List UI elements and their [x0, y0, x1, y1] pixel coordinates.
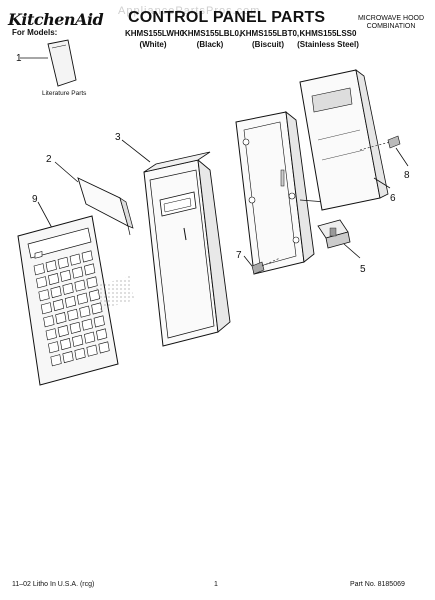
literature-parts-illustration: 1 Literature Parts [16, 39, 87, 97]
model-finish: (Black) [196, 40, 224, 49]
brand-logo: KitchenAid [8, 10, 104, 29]
keypad-key [60, 269, 72, 282]
keypad-key [33, 263, 45, 276]
keypad-key [62, 282, 74, 295]
part-8-screw-illustration: 8 [359, 135, 410, 181]
model-finish: (Biscuit) [252, 40, 284, 49]
keypad-key [96, 328, 108, 341]
callout-2: 2 [46, 154, 52, 165]
watermark: AppliancePartsPros.com [118, 5, 261, 17]
model-white: KHMS155LWH0 (White) [125, 28, 185, 50]
keypad-key [84, 263, 96, 276]
keypad-key [57, 256, 69, 269]
part-7-screw-illustration: 7 [236, 250, 281, 275]
print-info: 11–02 Litho In U.S.A. (rcg) [12, 581, 95, 588]
model-code: KHMS155LBL0, [182, 29, 242, 38]
keypad-key [36, 276, 48, 289]
keypad-key [86, 344, 98, 357]
keypad-key [69, 253, 81, 266]
part-2-overlay-illustration: 2 [46, 154, 134, 236]
keypad-key [79, 305, 91, 318]
keypad-key [52, 299, 65, 312]
keypad-key [81, 250, 93, 263]
keypad-key [50, 354, 62, 367]
keypad-key [60, 338, 72, 351]
keypad-key [86, 276, 98, 289]
callout-9: 9 [32, 194, 38, 205]
part-3-control-panel-illustration: 3 [115, 132, 231, 347]
keypad-key [57, 325, 69, 338]
keypad-key [45, 260, 57, 273]
model-code: KHMS155LWH0 [125, 29, 185, 38]
keypad-key [62, 351, 74, 364]
page-title: CONTROL PANEL PARTS [128, 9, 326, 26]
keypad-key [74, 347, 86, 360]
model-code: KHMS155LBT0, [240, 29, 300, 38]
model-finish: (White) [139, 40, 167, 49]
keypad-key [48, 341, 60, 354]
keypad-key [64, 295, 77, 308]
keypad-key [45, 328, 57, 341]
model-code: KHMS155LSS0 [299, 29, 357, 38]
keypad-key [69, 321, 81, 334]
model-biscuit: KHMS155LBT0, (Biscuit) [240, 28, 300, 50]
models-label: For Models: [12, 28, 58, 37]
keypad-key [84, 331, 96, 344]
part-5-bracket-illustration: 5 [317, 219, 366, 275]
callout-3: 3 [115, 132, 121, 143]
keypad-key [72, 334, 84, 347]
keypad-key [43, 315, 55, 328]
keypad-key [67, 308, 79, 321]
page-number: 1 [214, 581, 218, 588]
keypad-key [38, 289, 50, 302]
keypad-key [40, 302, 53, 315]
part-6-control-board-illustration: 6 [299, 69, 396, 211]
callout-1: 1 [16, 53, 22, 64]
part-9-keypad-illustration: 9 [17, 194, 134, 386]
literature-parts-label: Literature Parts [42, 90, 87, 97]
keypad-key [81, 318, 93, 331]
keypad-key [74, 279, 86, 292]
model-stainless: KHMS155LSS0 (Stainless Steel) [297, 28, 359, 50]
keypad-key [72, 266, 84, 279]
callout-7: 7 [236, 250, 242, 261]
callout-8: 8 [404, 170, 410, 181]
model-finish: (Stainless Steel) [297, 40, 359, 49]
callout-6: 6 [390, 193, 396, 204]
keypad-key [55, 312, 67, 325]
keypad-key [50, 286, 62, 299]
keypad-key [93, 315, 105, 328]
appliance-type: MICROWAVE HOOD COMBINATION [357, 15, 425, 30]
keypad-key [98, 341, 110, 354]
part-number: Part No. 8185069 [350, 581, 405, 588]
model-black: KHMS155LBL0, (Black) [182, 28, 242, 50]
callout-5: 5 [360, 264, 366, 275]
keypad-key [76, 292, 89, 305]
keypad-key [48, 273, 60, 286]
part-4-frame-illustration: 4 [235, 110, 336, 275]
